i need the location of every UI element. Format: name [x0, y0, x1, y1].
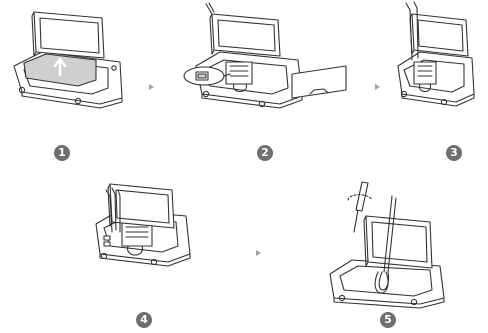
arrow-step4-to-step5	[256, 250, 261, 256]
step-badge-1: 1	[54, 145, 70, 161]
arrow-step2-to-step3	[375, 84, 380, 90]
step-badge-5: 5	[380, 312, 396, 328]
step-5-illustration	[330, 182, 444, 308]
step-badge-4: 4	[136, 312, 152, 328]
step-3-illustration	[398, 2, 474, 106]
step-badge-3: 3	[446, 145, 462, 161]
step-badge-2: 2	[257, 145, 273, 161]
step-1-illustration	[14, 12, 122, 108]
step-4-illustration	[96, 184, 190, 266]
arrow-step1-to-step2	[149, 84, 154, 90]
step-2-illustration	[184, 3, 346, 108]
